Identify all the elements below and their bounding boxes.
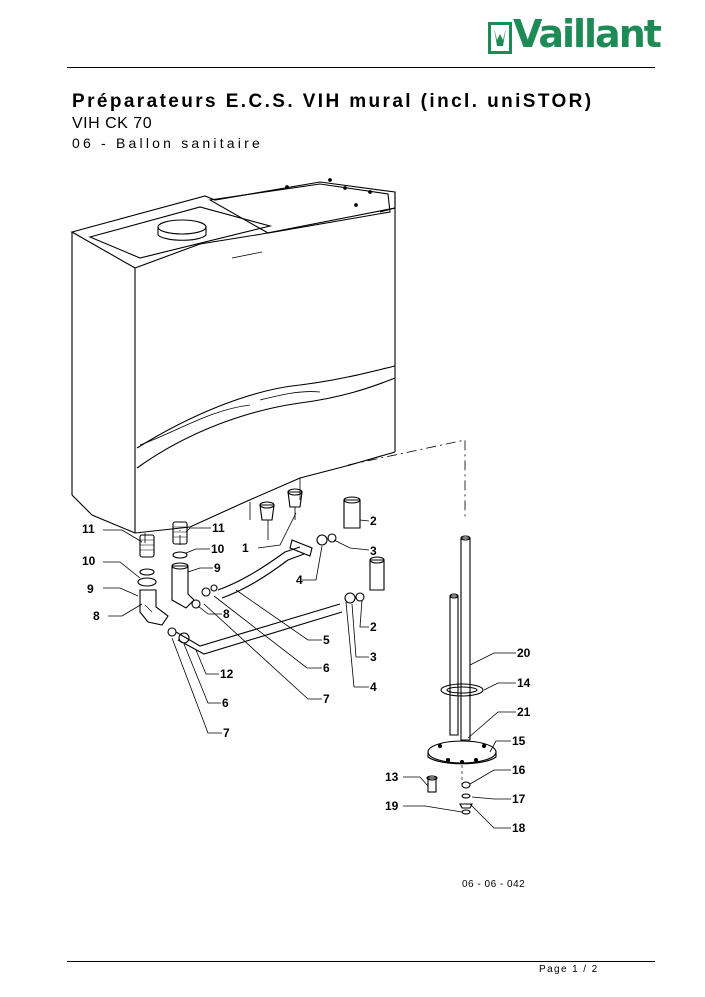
callout-13: 13 — [385, 770, 399, 784]
left-fittings — [137, 534, 169, 626]
page-number: Page 1 / 2 — [539, 964, 599, 975]
drawing-reference: 06 - 06 - 042 — [462, 879, 526, 890]
callout-9-center: 9 — [214, 561, 221, 575]
callout-6-left: 6 — [222, 696, 229, 710]
vaillant-logo — [488, 22, 512, 54]
callout-6-right: 6 — [323, 661, 330, 675]
callout-7-right: 7 — [323, 692, 330, 706]
callout-14: 14 — [517, 676, 531, 690]
pipes — [167, 546, 343, 655]
exploded-parts-diagram: 11 10 9 8 11 10 9 8 1 2 3 4 5 6 7 12 6 7… — [70, 178, 531, 835]
callout-17: 17 — [512, 792, 526, 806]
header-rule — [67, 67, 655, 68]
callout-3-lower: 3 — [370, 650, 377, 664]
section-title: 06 - Ballon sanitaire — [72, 135, 263, 151]
callout-2-upper: 2 — [370, 514, 377, 528]
callout-10-center: 10 — [211, 542, 225, 556]
callout-7-left: 7 — [223, 726, 230, 740]
callout-4-upper: 4 — [296, 573, 303, 587]
leader-lines — [103, 512, 516, 829]
center-fittings — [171, 521, 218, 609]
water-heater-housing — [70, 178, 396, 534]
footer-rule — [67, 961, 655, 962]
callout-5: 5 — [323, 633, 330, 647]
callout-11-left: 11 — [82, 522, 95, 536]
callout-3-upper: 3 — [370, 544, 377, 558]
hare-emblem-icon — [488, 22, 512, 54]
callout-15: 15 — [512, 734, 526, 748]
callout-1: 1 — [242, 541, 249, 555]
callout-labels: 11 10 9 8 11 10 9 8 1 2 3 4 5 6 7 12 6 7… — [82, 514, 531, 835]
callout-16: 16 — [512, 763, 526, 777]
callout-9-left: 9 — [87, 582, 94, 596]
callout-10-left: 10 — [82, 554, 96, 568]
callout-12: 12 — [220, 667, 234, 681]
callout-19: 19 — [385, 799, 399, 813]
anode-assembly — [426, 535, 497, 815]
upper-connectors — [259, 488, 385, 604]
document-subtitle: VIH CK 70 — [72, 115, 153, 132]
callout-4-lower: 4 — [370, 680, 377, 694]
callout-21: 21 — [517, 705, 531, 719]
callout-8-left: 8 — [93, 609, 100, 623]
callout-20: 20 — [517, 646, 531, 660]
brand-name: Vaillant — [513, 12, 662, 56]
callout-2-lower: 2 — [370, 620, 377, 634]
callout-18: 18 — [512, 821, 526, 835]
callout-8-center: 8 — [223, 607, 230, 621]
axis-lines — [144, 439, 466, 545]
document-title: Préparateurs E.C.S. VIH mural (incl. uni… — [72, 91, 594, 112]
callout-11-center: 11 — [212, 521, 225, 535]
